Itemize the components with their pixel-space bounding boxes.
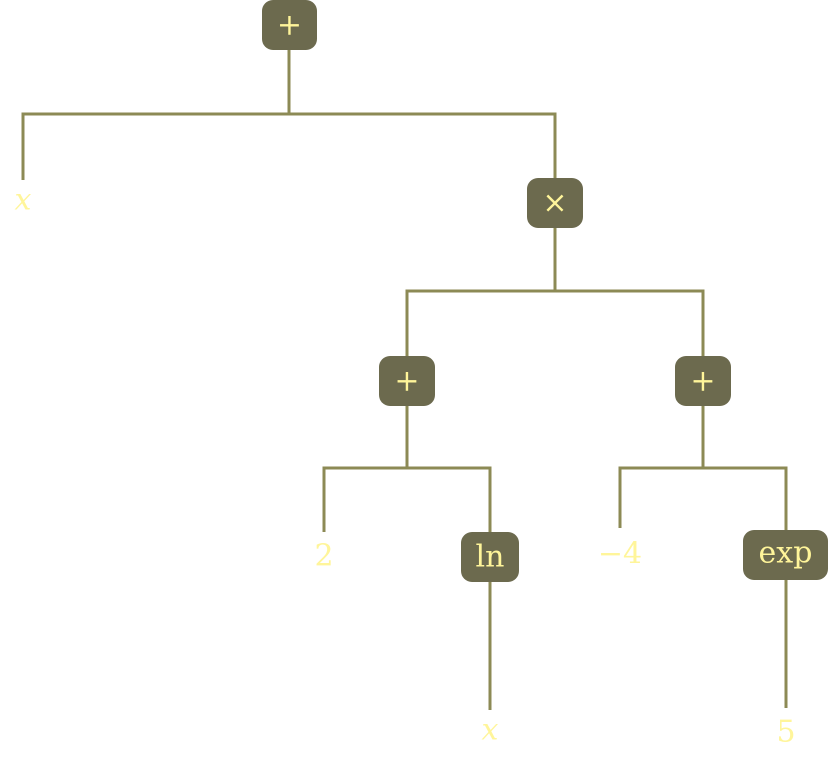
edge-plus-right-children (618, 406, 788, 530)
leaf-x-top: x (15, 183, 32, 218)
leaf-five: 5 (776, 715, 795, 750)
node-plus-left: + (379, 356, 435, 406)
leaf-two: 2 (314, 539, 333, 574)
node-exp: exp (743, 530, 828, 580)
operator-box (743, 530, 828, 580)
leaf-x-bottom: x (482, 713, 499, 748)
node-plus-right: + (675, 356, 731, 406)
operator-label: + (277, 8, 302, 43)
operator-label: ln (476, 540, 505, 575)
operator-box (675, 356, 731, 406)
operator-box (527, 178, 583, 228)
operator-label: + (394, 364, 419, 399)
edge-root-children (21, 50, 557, 180)
node-root-plus: + (262, 0, 317, 50)
edge-times-children (405, 228, 705, 356)
node-ln: ln (461, 532, 519, 582)
leaf-minus-four: −4 (598, 537, 642, 572)
operator-box (461, 532, 519, 582)
operator-label: × (542, 186, 567, 221)
operator-box (379, 356, 435, 406)
operator-label: exp (759, 536, 813, 571)
edge-plus-left-children (322, 406, 492, 534)
tree-edges (21, 50, 788, 710)
operator-box (262, 0, 317, 50)
operator-label: + (690, 364, 715, 399)
node-times: × (527, 178, 583, 228)
